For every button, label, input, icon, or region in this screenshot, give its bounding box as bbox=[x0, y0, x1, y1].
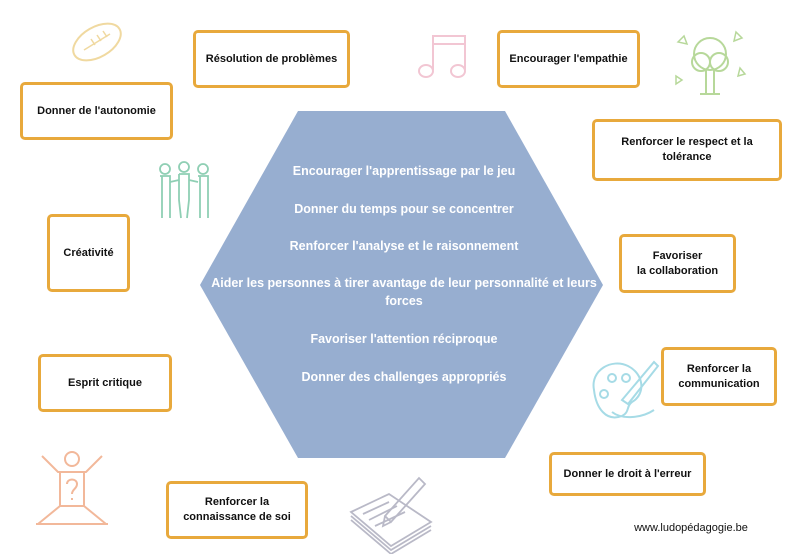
hexagon-line-temps: Donner du temps pour se concentrer bbox=[294, 202, 514, 216]
box-esprit-critique: Esprit critique bbox=[38, 354, 172, 412]
box-creativite: Créativité bbox=[47, 214, 130, 292]
hexagon-line-challenges: Donner des challenges appropriés bbox=[301, 370, 507, 384]
hexagon-line-analyse: Renforcer l'analyse et le raisonnement bbox=[289, 239, 519, 253]
box-communication: Renforcer la communication bbox=[661, 347, 777, 406]
box-autonomie: Donner de l'autonomie bbox=[20, 82, 173, 140]
notepad-pencil-icon bbox=[349, 476, 433, 554]
hexagon-line-personnalite: Aider les personnes à tirer avantage de … bbox=[211, 276, 597, 308]
music-note-icon bbox=[418, 35, 466, 78]
box-collaboration: Favoriser la collaboration bbox=[619, 234, 736, 293]
yoga-person-icon bbox=[36, 451, 108, 525]
hexagon-line-attention: Favoriser l'attention réciproque bbox=[310, 332, 498, 346]
box-empathie: Encourager l'empathie bbox=[497, 30, 640, 88]
palette-icon bbox=[592, 360, 660, 419]
box-connaissance-soi: Renforcer la connaissance de soi bbox=[166, 481, 308, 539]
footer-url: www.ludopédagogie.be bbox=[634, 522, 748, 534]
box-respect-tolerance: Renforcer le respect et la tolérance bbox=[592, 119, 782, 181]
people-icon bbox=[159, 161, 209, 219]
box-resolution-problemes: Résolution de problèmes bbox=[193, 30, 350, 88]
box-droit-erreur: Donner le droit à l'erreur bbox=[549, 452, 706, 496]
tree-icon bbox=[675, 30, 747, 95]
hexagon-line-apprentissage: Encourager l'apprentissage par le jeu bbox=[292, 164, 516, 178]
football-icon bbox=[72, 22, 122, 62]
